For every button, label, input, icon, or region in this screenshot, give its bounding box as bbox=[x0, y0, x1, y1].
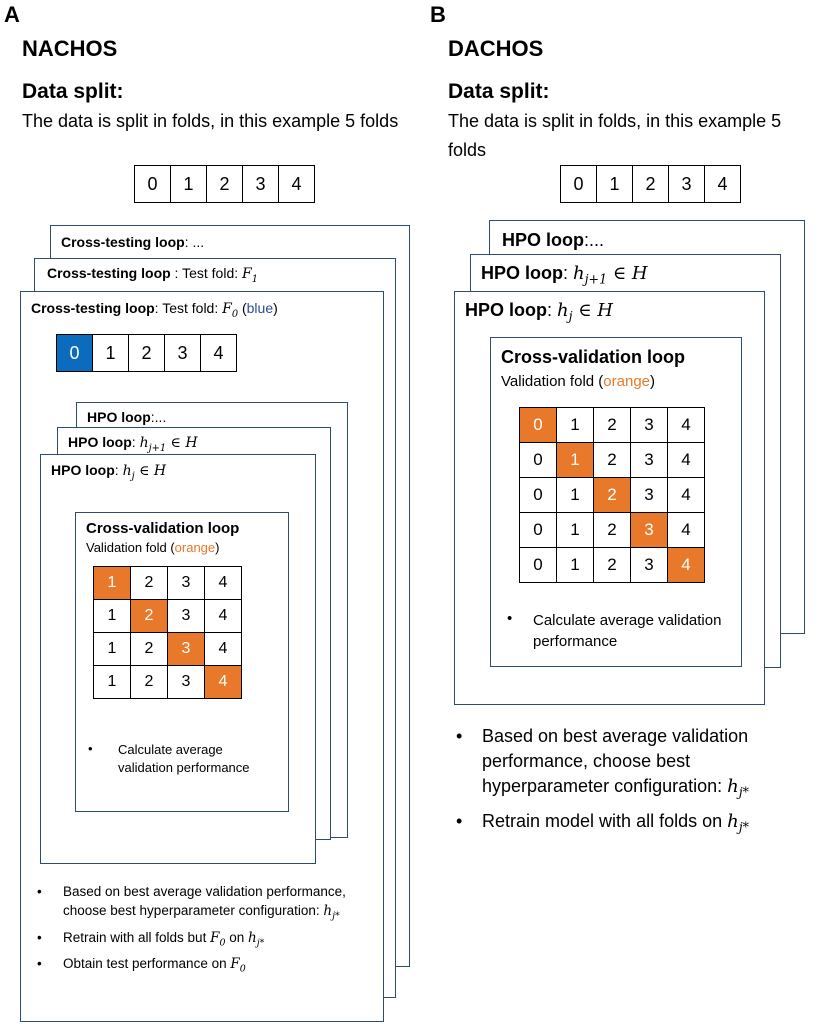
cv-b-cell-r1-c2: 2 bbox=[593, 442, 631, 478]
cv-b-cell-r3-c2: 2 bbox=[593, 512, 631, 548]
panel-a-split-heading: Data split: bbox=[22, 80, 124, 103]
cv-a-cell-r3-c2: 3 bbox=[167, 665, 205, 699]
cv-b-cell-r1-c1: 1 bbox=[556, 442, 594, 478]
cv-a-cell-r2-c1: 2 bbox=[130, 632, 168, 666]
panel-b-fold-cell-1: 1 bbox=[596, 165, 633, 203]
panel-a-fold-cell-0: 0 bbox=[134, 165, 171, 203]
cross-testing-frame-front: Cross-testing loop: Test fold: F0 (blue)… bbox=[20, 291, 384, 1022]
cv-frame-b: Cross-validation loop Validation fold (o… bbox=[490, 337, 742, 667]
cv-subtitle-a: Validation fold (orange) bbox=[86, 540, 220, 555]
panel-a-fold-cell-3: 3 bbox=[242, 165, 279, 203]
cv-b-cell-r2-c4: 4 bbox=[667, 477, 705, 513]
cv-b-cell-r2-c1: 1 bbox=[556, 477, 594, 513]
cv-a-cell-r3-c0: 1 bbox=[93, 665, 131, 699]
cv-bullet-marker-a: • bbox=[88, 741, 93, 756]
cv-a-cell-r0-c2: 3 bbox=[167, 566, 205, 600]
panel-b-fold-cell-4: 4 bbox=[704, 165, 741, 203]
panel-b-bullets: Based on best average validation perform… bbox=[456, 724, 812, 840]
panel-a-bullet-test: Obtain test performance on F0 bbox=[37, 954, 381, 979]
cv-b-cell-r0-c4: 4 bbox=[667, 407, 705, 443]
hpo-label-front-b: HPO loop: hj ∈ H bbox=[465, 300, 613, 324]
cv-b-cell-r0-c3: 3 bbox=[630, 407, 668, 443]
test-fold-cell-0: 0 bbox=[56, 334, 93, 372]
cv-b-cell-r4-c4: 4 bbox=[667, 547, 705, 583]
panel-a-title: NACHOS bbox=[22, 36, 118, 61]
panel-b-letter: B bbox=[430, 2, 446, 27]
panel-b-title: DACHOS bbox=[448, 36, 544, 61]
panel-a-bullet-retrain: Retrain with all folds but F0 on hj* bbox=[37, 928, 381, 953]
cv-b-cell-r3-c3: 3 bbox=[630, 512, 668, 548]
cv-a-cell-r0-c3: 4 bbox=[204, 566, 242, 600]
cv-bullet-a: Calculate average validation performance bbox=[118, 742, 250, 775]
cv-b-cell-r1-c0: 0 bbox=[519, 442, 557, 478]
cv-b-cell-r2-c2: 2 bbox=[593, 477, 631, 513]
panel-a-split-text: The data is split in folds, in this exam… bbox=[22, 111, 399, 131]
cv-a-cell-r1-c3: 4 bbox=[204, 599, 242, 633]
cv-a-cell-r2-c2: 3 bbox=[167, 632, 205, 666]
cv-b-cell-r2-c0: 0 bbox=[519, 477, 557, 513]
cv-b-cell-r0-c1: 1 bbox=[556, 407, 594, 443]
panel-a-fold-cell-2: 2 bbox=[206, 165, 243, 203]
cv-b-cell-r4-c0: 0 bbox=[519, 547, 557, 583]
panel-b-split-heading: Data split: bbox=[448, 80, 550, 103]
cv-a-cell-r2-c0: 1 bbox=[93, 632, 131, 666]
cv-frame-a: Cross-validation loop Validation fold (o… bbox=[75, 512, 289, 812]
hpo-label-front-a: HPO loop: hj ∈ H bbox=[51, 462, 167, 482]
test-fold-cell-3: 3 bbox=[164, 334, 201, 372]
cross-testing-label-front: Cross-testing loop: Test fold: F0 (blue) bbox=[31, 300, 278, 320]
test-fold-cell-2: 2 bbox=[128, 334, 165, 372]
cv-a-cell-r2-c3: 4 bbox=[204, 632, 242, 666]
cv-a-cell-r3-c1: 2 bbox=[130, 665, 168, 699]
test-fold-cell-1: 1 bbox=[92, 334, 129, 372]
panel-b-split-text: The data is split in folds, in this exam… bbox=[448, 111, 782, 160]
hpo-label-mid-a: HPO loop: hj+1 ∈ H bbox=[68, 434, 198, 454]
cross-testing-label-back: Cross-testing loop: ... bbox=[61, 234, 205, 250]
cv-b-cell-r2-c3: 3 bbox=[630, 477, 668, 513]
cv-a-cell-r1-c0: 1 bbox=[93, 599, 131, 633]
cv-subtitle-b: Validation fold (orange) bbox=[501, 373, 656, 390]
hpo-frame-front-a: HPO loop: hj ∈ H Cross-validation loop V… bbox=[40, 454, 316, 864]
cv-b-cell-r1-c4: 4 bbox=[667, 442, 705, 478]
hpo-label-back-b: HPO loop:... bbox=[502, 230, 605, 250]
panel-a-bullet-best: Based on best average validation perform… bbox=[37, 882, 381, 926]
cv-a-cell-r0-c1: 2 bbox=[130, 566, 168, 600]
hpo-label-back-a: HPO loop:... bbox=[87, 409, 167, 425]
cv-b-cell-r4-c1: 1 bbox=[556, 547, 594, 583]
cv-bullet-b: Calculate average validation performance bbox=[533, 612, 722, 650]
panel-b-bullet-retrain: Retrain model with all folds on hj* bbox=[456, 809, 812, 840]
panel-a-bullets: Based on best average validation perform… bbox=[37, 882, 381, 979]
cv-title-b: Cross-validation loop bbox=[501, 347, 686, 367]
cv-bullet-marker-b: • bbox=[507, 610, 513, 627]
cv-a-cell-r3-c3: 4 bbox=[204, 665, 242, 699]
cv-a-cell-r1-c2: 3 bbox=[167, 599, 205, 633]
panel-b-fold-cell-2: 2 bbox=[632, 165, 669, 203]
cv-title-a: Cross-validation loop bbox=[86, 520, 240, 537]
panel-a-fold-cell-4: 4 bbox=[278, 165, 315, 203]
panel-b-bullet-best: Based on best average validation perform… bbox=[456, 724, 812, 805]
cv-b-cell-r4-c2: 2 bbox=[593, 547, 631, 583]
panel-a-fold-cell-1: 1 bbox=[170, 165, 207, 203]
cv-b-cell-r3-c1: 1 bbox=[556, 512, 594, 548]
cv-b-cell-r4-c3: 3 bbox=[630, 547, 668, 583]
hpo-frame-front-b: HPO loop: hj ∈ H Cross-validation loop V… bbox=[454, 291, 765, 705]
cv-b-cell-r3-c4: 4 bbox=[667, 512, 705, 548]
panel-b-fold-cell-3: 3 bbox=[668, 165, 705, 203]
cv-b-cell-r0-c0: 0 bbox=[519, 407, 557, 443]
panel-a-letter: A bbox=[4, 2, 20, 27]
hpo-label-mid-b: HPO loop: hj+1 ∈ H bbox=[481, 263, 648, 287]
cv-a-cell-r0-c0: 1 bbox=[93, 566, 131, 600]
cross-testing-label-mid: Cross-testing loop : Test fold: F1 bbox=[47, 265, 258, 285]
cv-a-cell-r1-c1: 2 bbox=[130, 599, 168, 633]
cv-b-cell-r3-c0: 0 bbox=[519, 512, 557, 548]
test-fold-cell-4: 4 bbox=[200, 334, 237, 372]
panel-b-fold-cell-0: 0 bbox=[560, 165, 597, 203]
cv-b-cell-r0-c2: 2 bbox=[593, 407, 631, 443]
cv-b-cell-r1-c3: 3 bbox=[630, 442, 668, 478]
